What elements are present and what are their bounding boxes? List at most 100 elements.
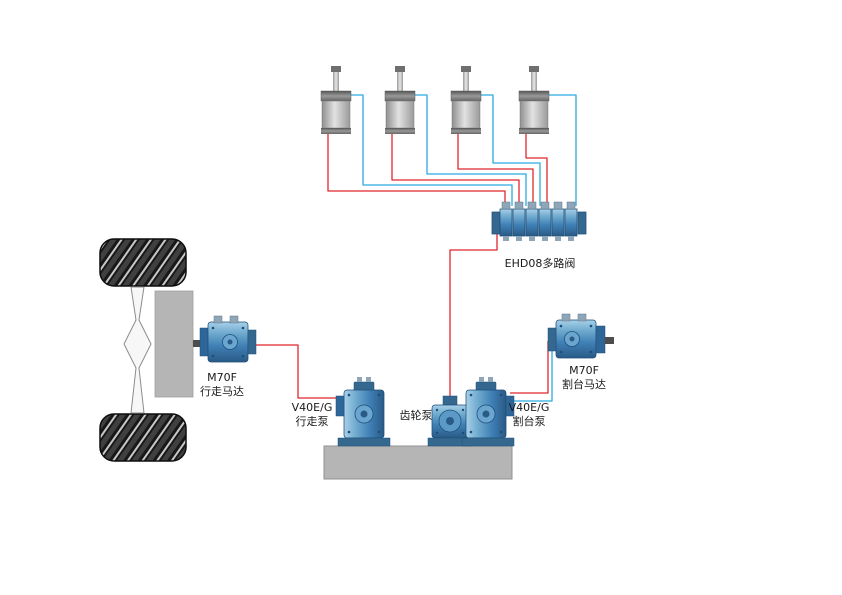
cylinder-barrel <box>385 100 415 129</box>
cylinder-cap <box>321 128 351 134</box>
labels: EHD08多路阀 M70F 行走马达 V40E/G 行走泵 齿轮泵 V40E/G… <box>200 256 606 428</box>
cylinder-cap <box>385 128 415 134</box>
hose-travel-circuit-red <box>254 344 336 399</box>
cylinder-barrel <box>451 100 481 129</box>
bolt-dots <box>435 408 465 435</box>
gearbox-plate <box>154 290 194 398</box>
hose-valve-supply-red <box>449 234 498 398</box>
piston-rod <box>463 72 469 92</box>
gear-pump-label: 齿轮泵 <box>400 408 433 422</box>
hose-cylinder4-red <box>525 133 548 206</box>
rod-end <box>461 66 471 72</box>
axle-shaft <box>123 286 152 414</box>
valve-end-plate-left <box>491 211 501 235</box>
pump-port-cap <box>488 377 493 382</box>
cylinder-barrel <box>519 100 549 129</box>
cylinder-barrel <box>321 100 351 129</box>
piston-rod <box>397 72 403 92</box>
rear-tire <box>99 413 187 462</box>
hydraulic-cylinder-4 <box>518 66 550 134</box>
motor-end-cap <box>247 329 257 355</box>
bolt-dots <box>469 393 503 434</box>
motor-port-cap <box>577 313 587 322</box>
header-motor-model-label: M70F <box>569 364 599 377</box>
hydraulic-cylinder-2 <box>384 66 416 134</box>
valve-section <box>551 208 565 237</box>
hose-header-circuit-blue <box>510 349 553 402</box>
valve-port <box>568 236 574 241</box>
valve-bottom-ports <box>503 236 574 241</box>
valve-section <box>564 208 578 237</box>
valve-end-plate-right <box>577 211 587 235</box>
bolt-dots <box>211 326 245 358</box>
cylinder-gland <box>320 90 352 102</box>
valve-block <box>491 201 587 241</box>
motor-shaft <box>605 337 614 344</box>
hose-cylinder4-blue <box>549 94 577 206</box>
motor-port-cap <box>561 313 571 322</box>
motor-face-hub <box>569 336 575 342</box>
header-pump-name-label: 割台泵 <box>513 414 546 428</box>
motor-shaft <box>193 340 201 347</box>
hydraulic-cylinder-1 <box>320 66 352 134</box>
hose-cylinder2-red <box>391 133 520 206</box>
hose-lines <box>254 94 577 402</box>
cylinder-gland <box>450 90 482 102</box>
valve-cap <box>501 201 511 210</box>
piston-rod <box>531 72 537 92</box>
valve-section <box>512 208 526 237</box>
valve-cap <box>527 201 537 210</box>
bolt-dots <box>347 393 381 434</box>
motor-port-cap <box>229 315 239 324</box>
pump-port-cap <box>357 377 362 382</box>
valve-cap <box>540 201 550 210</box>
rod-end <box>331 66 341 72</box>
valve-section <box>525 208 539 237</box>
travel-pump-name-label: 行走泵 <box>296 415 329 428</box>
header-motor <box>547 313 614 359</box>
valve-top-caps <box>501 201 576 210</box>
travel-pump <box>335 377 391 447</box>
header-motor-name-label: 割台马达 <box>562 377 606 391</box>
valve-port <box>542 236 548 241</box>
cylinder-cap <box>451 128 481 134</box>
valve-port <box>516 236 522 241</box>
valve-section <box>538 208 552 237</box>
front-tire <box>99 238 187 287</box>
pump-mount-flange <box>461 437 515 447</box>
travel-pump-model-label: V40E/G <box>292 401 333 414</box>
hose-header-circuit-red <box>510 341 549 394</box>
motor-flange <box>595 325 606 354</box>
rod-end <box>395 66 405 72</box>
pump-control-box <box>335 395 345 417</box>
valve-cap <box>553 201 563 210</box>
pump-port-cap <box>366 377 371 382</box>
valve-sections <box>499 208 578 237</box>
valve-cap <box>566 201 576 210</box>
valve-section <box>499 208 513 237</box>
pump-port-block <box>442 395 458 406</box>
hose-cylinder3-red <box>457 133 534 206</box>
hydraulic-cylinder-3 <box>450 66 482 134</box>
piston-rod <box>333 72 339 92</box>
engine-base-plate <box>323 445 513 480</box>
hose-cylinder2-blue <box>415 94 527 206</box>
motor-end-cap <box>547 327 557 352</box>
header-pump-model-label: V40E/G <box>509 401 550 414</box>
hose-cylinder1-blue <box>351 94 513 206</box>
travel-motor-name-label: 行走马达 <box>200 385 244 398</box>
hose-cylinder1-red <box>327 133 506 206</box>
valve-port <box>503 236 509 241</box>
pump-mount-flange <box>337 437 391 447</box>
valve-port <box>529 236 535 241</box>
pump-port-cap <box>479 377 484 382</box>
cylinder-cap <box>519 128 549 134</box>
cylinder-gland <box>384 90 416 102</box>
valve-cap <box>514 201 524 210</box>
valve-port <box>555 236 561 241</box>
motor-face-hub <box>227 339 233 345</box>
pump-control-box <box>505 395 515 417</box>
bolt-dots <box>559 324 593 354</box>
